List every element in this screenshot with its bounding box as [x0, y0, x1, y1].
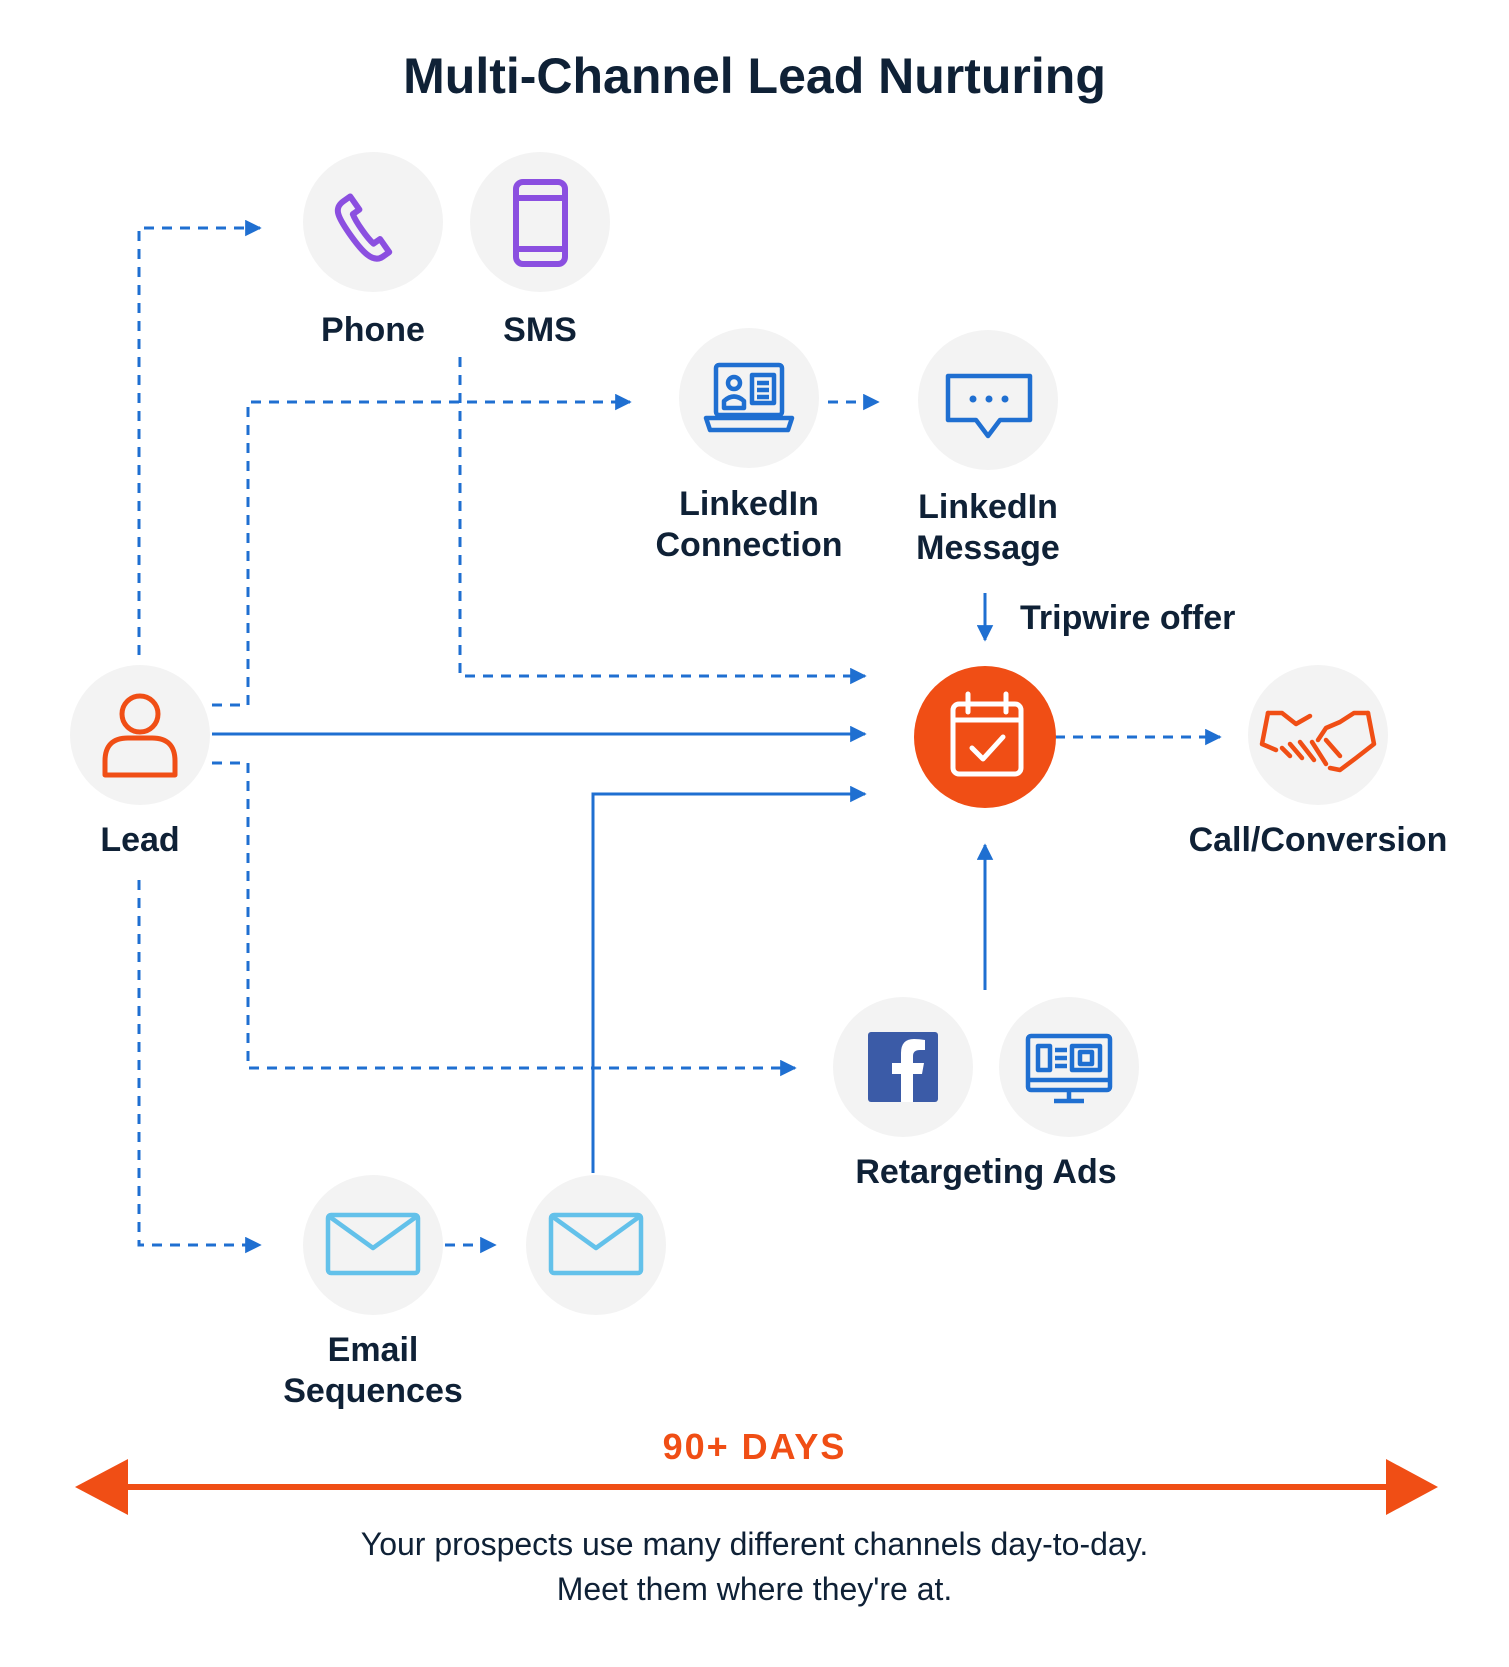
tripwire-node [914, 666, 1056, 808]
email-icon [325, 1212, 421, 1276]
chat-bubble-icon [945, 373, 1033, 439]
email-sequences-label: Email Sequences [253, 1330, 493, 1412]
footer-text: Your prospects use many different channe… [0, 1522, 1509, 1612]
page-title: Multi-Channel Lead Nurturing [403, 48, 1106, 104]
retargeting-label: Retargeting Ads [855, 1153, 1117, 1191]
sms-node [470, 152, 610, 292]
lead-label: Lead [100, 821, 180, 859]
smartphone-icon [513, 179, 568, 267]
timeline-label: 90+ DAYS [662, 1426, 847, 1467]
footer-line-2: Meet them where they're at. [556, 1570, 953, 1607]
sms-label: SMS [503, 311, 577, 349]
email-sequences-label-line1: Email [327, 1331, 419, 1369]
connector-lead-to-retargeting [212, 761, 797, 1077]
conversion-node [1248, 665, 1388, 805]
calendar-check-icon [950, 691, 1024, 777]
linkedin-message-label-line2: Message [916, 528, 1060, 567]
connector-lead-to-linkedin [212, 393, 632, 707]
ad-monitor-icon [1025, 1033, 1113, 1104]
phone-icon [334, 193, 393, 262]
email-sequences-label-line2: Sequences [283, 1371, 463, 1410]
linkedin-connection-label-line2: Connection [655, 525, 843, 564]
user-icon [102, 693, 178, 778]
monitor-ad-node [999, 997, 1139, 1137]
email-icon [548, 1212, 644, 1276]
connector-lead-to-email [137, 880, 262, 1254]
lead-node [70, 665, 210, 805]
linkedin-profile-laptop-icon [703, 362, 795, 433]
handshake-icon [1259, 710, 1377, 773]
phone-node [303, 152, 443, 292]
tripwire-label: Tripwire offer [1020, 599, 1236, 637]
linkedin-connection-label: LinkedIn Connection [629, 484, 869, 566]
connector-lead-to-phone [137, 219, 262, 655]
linkedin-message-label-line1: LinkedIn [918, 488, 1058, 526]
email-node-1 [303, 1175, 443, 1315]
linkedin-connection-node [679, 328, 819, 468]
footer-line-1: Your prospects use many different channe… [360, 1526, 1149, 1562]
facebook-icon [868, 1032, 938, 1102]
phone-label: Phone [321, 311, 425, 349]
linkedin-message-label: LinkedIn Message [873, 487, 1103, 569]
email-node-2 [526, 1175, 666, 1315]
linkedin-connection-label-line1: LinkedIn [679, 485, 819, 523]
conversion-label: Call/Conversion [1188, 821, 1448, 859]
connector-email-to-tripwire [591, 785, 867, 1173]
timeline-arrow [75, 1459, 1438, 1515]
